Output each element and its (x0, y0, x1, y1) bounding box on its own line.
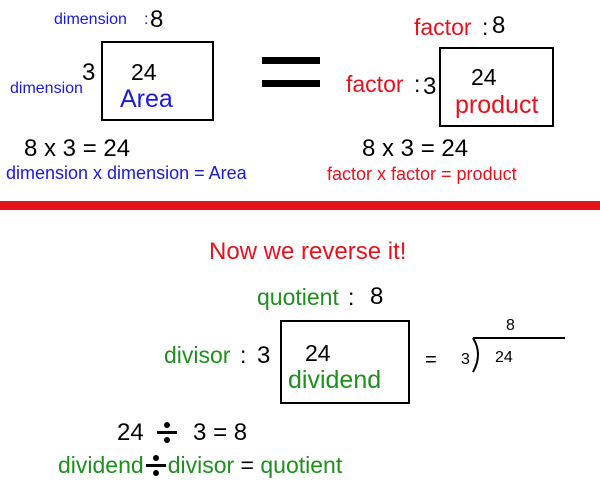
right-side-factor-value: 3 (423, 73, 437, 100)
word-division-sign-icon (145, 454, 167, 476)
right-top-factor-value: 8 (492, 12, 506, 39)
long-division-bracket (472, 337, 565, 373)
area-box (101, 41, 214, 121)
quotient-label: quotient (257, 284, 339, 310)
product-box (439, 47, 554, 127)
right-top-factor-label: factor (414, 14, 472, 40)
area-box-value: 24 (131, 59, 157, 85)
word-divisor: divisor (167, 452, 235, 478)
red-divider-line (0, 201, 600, 210)
divisor-label: divisor (164, 342, 231, 368)
word-equals: = (240, 452, 254, 478)
equation-quotient: 8 (233, 419, 248, 446)
left-top-dimension-value: 8 (150, 6, 164, 33)
left-side-dimension-label: dimension (10, 80, 83, 97)
division-sign-icon (156, 421, 178, 443)
long-division-quotient: 8 (506, 317, 515, 334)
product-box-value: 24 (471, 64, 497, 90)
area-box-label: Area (120, 85, 173, 113)
word-dividend: dividend (58, 452, 144, 478)
left-equation: 8 x 3 = 24 (24, 135, 131, 162)
divisor-value: 3 (257, 342, 271, 369)
right-word-equation: factor x factor = product (327, 164, 517, 184)
long-division-dividend: 24 (495, 349, 513, 366)
left-word-equation: dimension x dimension = Area (6, 163, 247, 183)
left-top-dimension-label: dimension (54, 11, 127, 28)
long-division-divisor: 3 (461, 351, 470, 368)
dividend-box-value: 24 (305, 340, 331, 366)
word-quotient: quotient (260, 452, 343, 478)
equation-equals: = (213, 419, 228, 446)
product-box-label: product (455, 91, 539, 119)
equation-dividend: 24 (117, 419, 144, 446)
equation-divisor: 3 (193, 419, 207, 446)
right-side-factor-label: factor (346, 71, 404, 97)
word-division-equation: dividend divisor = quotient (58, 454, 342, 477)
dividend-box-label: dividend (288, 366, 382, 394)
dividend-box (280, 320, 410, 404)
division-equals-sign: = (425, 349, 437, 371)
quotient-value: 8 (370, 283, 384, 310)
reverse-heading: Now we reverse it! (209, 238, 407, 265)
division-equation: 24 3 = 8 (117, 421, 247, 445)
right-equation: 8 x 3 = 24 (362, 135, 469, 162)
left-side-dimension-value: 3 (82, 59, 96, 86)
